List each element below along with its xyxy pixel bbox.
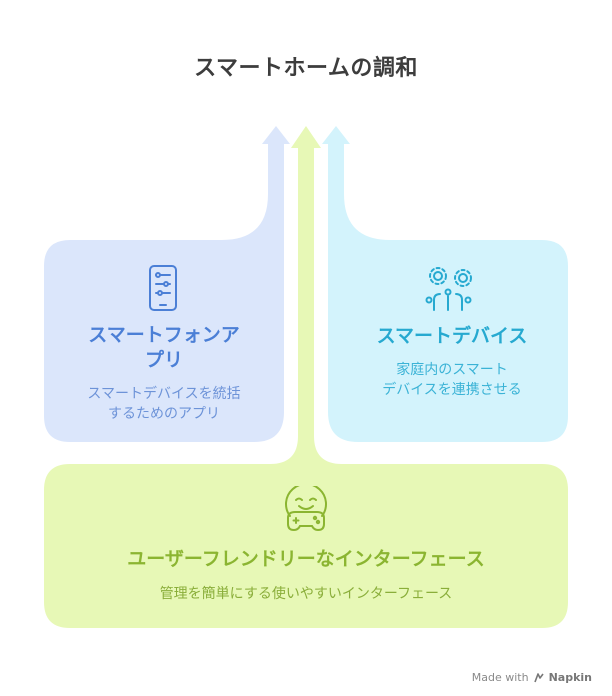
page-title: スマートホームの調和 [194,56,418,81]
user-interface-card [44,126,568,628]
smartphone-app-description: スマートデバイスを統括 するためのアプリ [87,386,241,422]
napkin-brand-label: Napkin [548,671,592,684]
made-with-label: Made with [471,671,529,684]
smart-devices-description: 家庭内のスマート デバイスを連携させる [382,362,522,398]
user-interface-description: 管理を簡単にする使いやすいインターフェース [159,586,453,602]
user-interface-title: ユーザーフレンドリーなインターフェース [127,548,485,570]
smartphone-sliders-icon [149,265,177,311]
happy-controller-icon [285,486,327,532]
made-with-napkin-credit[interactable]: Made with Napkin [472,671,592,684]
smartphone-app-title: スマートフォンア プリ [88,324,240,371]
smart-devices-card [322,126,568,442]
gears-network-icon [425,267,472,311]
napkin-logo-icon [533,672,544,682]
smart-devices-title: スマートデバイス [376,325,528,347]
